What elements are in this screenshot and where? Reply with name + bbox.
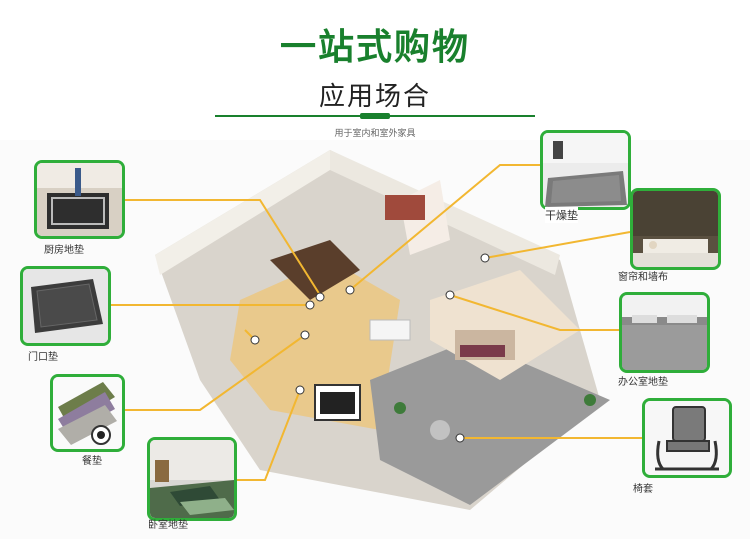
door-mat-label: 门口垫 [28,352,58,363]
sofa [369,319,411,341]
kitchen-counter [270,240,360,300]
curtain-thumbnail [630,188,721,270]
caption: 用于室内和室外家具 [334,129,416,139]
dry-mat-thumbnail [540,130,631,210]
connector-dots [250,253,490,443]
bed-upper [385,195,425,220]
plant [394,402,406,414]
wall-back-left [155,150,330,275]
office-mat-thumbnail [619,292,710,373]
patio [370,340,610,505]
divider-accent [360,113,390,119]
patio-table [430,420,450,440]
office-mat-label: 办公室地垫 [618,377,668,388]
chair-cover-label: 椅套 [633,484,653,495]
kitchen-mat-label: 厨房地垫 [44,245,84,256]
page-title: 一站式购物 [279,27,470,68]
placemat-thumbnail [50,374,125,452]
door-mat-thumbnail [20,266,111,346]
chair-cover-thumbnail [642,398,732,478]
bedroom-mat-label: 卧室地垫 [148,520,188,531]
tv-screen [320,392,355,414]
section-subtitle: 应用场合 [318,82,431,112]
connector-lines [108,164,642,481]
plant [584,394,596,406]
curtain-label: 窗帘和墙布 [618,272,668,283]
bedroom-mat-thumbnail [147,437,237,521]
placemat-label: 餐垫 [82,456,102,467]
dry-mat-label: 干燥垫 [545,207,578,223]
bed-blanket [460,345,505,357]
kitchen-mat-thumbnail [34,160,125,239]
